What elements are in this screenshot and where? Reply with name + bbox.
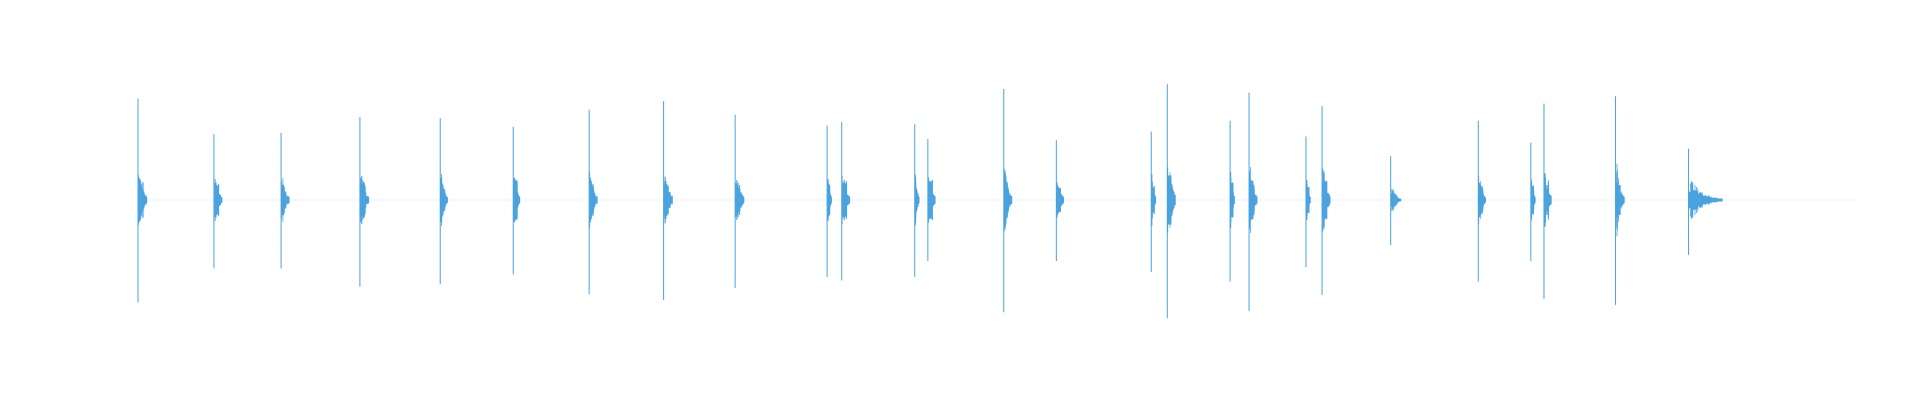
waveform-transient [280,132,290,269]
waveform-transient [359,117,370,287]
waveform-transient [512,126,521,275]
waveform-body [1531,185,1535,215]
waveform-body [440,186,446,214]
waveform-body [1230,182,1234,218]
waveform-body [589,183,595,217]
waveform-transient [1321,106,1331,296]
waveform-transient [1055,140,1065,261]
waveform-transient [1166,84,1176,319]
waveform-body [1056,187,1061,213]
waveform-transient [1530,142,1536,261]
waveform-body [1690,194,1700,206]
waveform-body [360,181,366,219]
waveform-transient [1688,148,1723,255]
waveform-body [1151,185,1155,215]
waveform-transient [137,98,148,303]
waveform-body [1004,182,1010,218]
waveform-transient [439,118,448,285]
waveform-body [827,183,831,217]
waveform-transient [1477,120,1486,282]
waveform-transient [1543,103,1552,299]
waveform-transient [1305,136,1311,268]
waveform-body [514,180,518,220]
waveform-transient [588,109,598,294]
waveform-transient [1615,96,1625,305]
waveform-transient [213,134,223,269]
waveform-transient [841,121,851,281]
waveform-transient [734,114,745,288]
waveform-series [137,84,1860,319]
waveform-body [842,180,848,220]
waveform-transient [663,101,673,301]
waveform-body [1306,186,1310,214]
waveform-transient [1229,120,1235,282]
waveform-transient [1150,131,1157,272]
waveform-body [1391,192,1398,208]
waveform-transient [1003,88,1013,313]
waveform-body [138,181,144,219]
waveform-transient [927,139,936,261]
waveform-body [915,187,919,213]
waveform-body [1323,180,1328,220]
waveform-body [214,183,220,217]
waveform-body [1168,175,1173,225]
waveform-transient [1390,156,1402,246]
waveform-body [735,183,741,217]
waveform-body [1249,180,1255,220]
waveform-body [1479,186,1484,214]
waveform-body [1616,182,1621,218]
waveform-transient [1248,92,1258,312]
waveform-body [664,184,669,216]
waveform-transient [914,124,920,277]
waveform-body [1544,180,1550,220]
waveform-transient [826,125,832,277]
waveform-body [281,186,286,214]
waveform-body [928,180,933,220]
